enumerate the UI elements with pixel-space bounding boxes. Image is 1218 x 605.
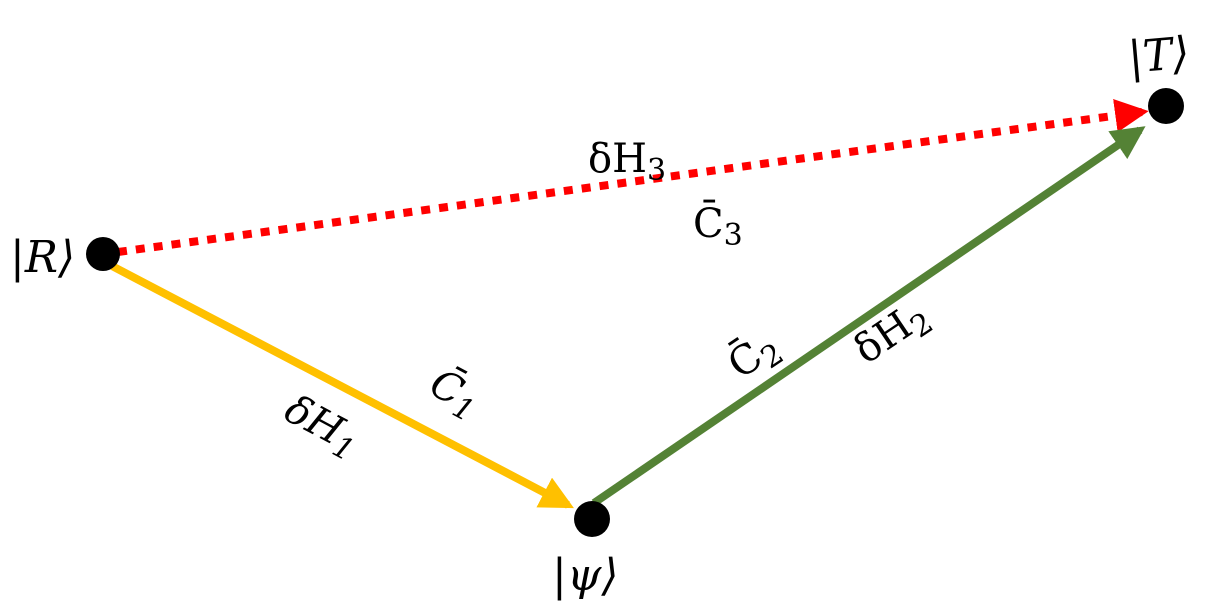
node-t-dot bbox=[1148, 88, 1184, 124]
edge-psi-to-t bbox=[591, 126, 1146, 507]
c-bar2-label: C̄2 bbox=[719, 321, 790, 393]
solid-arrow-psi-t bbox=[591, 126, 1146, 507]
c-bar3-label: C̄3 bbox=[693, 200, 743, 253]
delta-h1-label: δH1 bbox=[274, 386, 367, 469]
node-psi-dot bbox=[574, 501, 610, 537]
node-r-dot bbox=[86, 237, 120, 271]
solid-arrow-r-psi bbox=[110, 262, 574, 509]
edge1-labels: δH1 C̄1 bbox=[274, 359, 488, 469]
node-r-label: |R⟩ bbox=[10, 232, 75, 283]
node-t-label: |T⟩ bbox=[1126, 28, 1192, 84]
edge-r-to-psi bbox=[110, 262, 574, 509]
edge3-labels: δH3 C̄3 bbox=[588, 136, 743, 253]
c-bar1-label: C̄1 bbox=[419, 359, 488, 429]
delta-h3-label: δH3 bbox=[588, 136, 666, 188]
delta-h2-label: δH2 bbox=[846, 292, 940, 379]
node-psi-label: |ψ⟩ bbox=[552, 550, 619, 601]
